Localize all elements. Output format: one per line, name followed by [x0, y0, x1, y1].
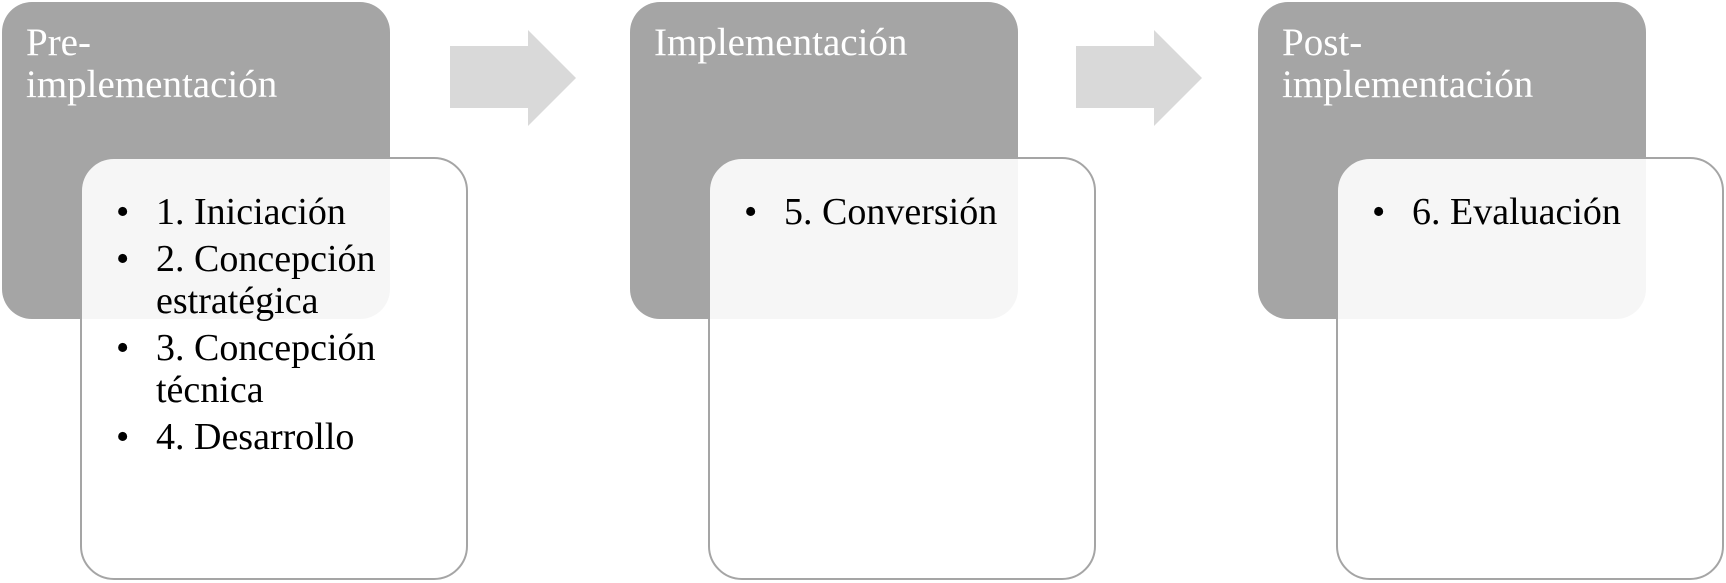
right-arrow-icon — [450, 30, 576, 126]
list-item: • 2. Concepción estratégica — [116, 238, 456, 322]
phase-title: Post-implementación — [1282, 21, 1534, 106]
phase-item-list: • 5. Conversión — [744, 191, 1084, 238]
list-item-label: 5. Conversión — [784, 191, 998, 233]
phase-title: Implementación — [654, 21, 908, 64]
list-item-label: 6. Evaluación — [1412, 191, 1621, 233]
bullet-icon: • — [744, 191, 758, 233]
list-item-label: 1. Iniciación — [156, 191, 346, 233]
list-item-label: 4. Desarrollo — [156, 416, 355, 458]
list-item: • 4. Desarrollo — [116, 416, 456, 458]
bullet-icon: • — [116, 191, 130, 233]
phase-detail-box: • 5. Conversión — [708, 157, 1096, 580]
phase-title: Pre-implementación — [26, 21, 278, 106]
list-item: • 5. Conversión — [744, 191, 1084, 233]
phase-detail-box: • 1. Iniciación • 2. Concepción estratégic… — [80, 157, 468, 580]
bullet-icon: • — [116, 416, 130, 458]
right-arrow-icon — [1076, 30, 1202, 126]
list-item-label: 2. Concepción estratégica — [156, 238, 376, 322]
phase-post-implementacion: Post-implementación • 6. Evaluación — [1256, 0, 1726, 583]
bullet-icon: • — [116, 238, 130, 280]
phase-detail-box: • 6. Evaluación — [1336, 157, 1724, 580]
phase-item-list: • 1. Iniciación • 2. Concepción estratégic… — [116, 191, 456, 463]
phase-pre-implementacion: Pre-implementación • 1. Iniciación • 2. Co… — [0, 0, 470, 583]
bullet-icon: • — [116, 327, 130, 369]
list-item: • 6. Evaluación — [1372, 191, 1712, 233]
phase-item-list: • 6. Evaluación — [1372, 191, 1712, 238]
list-item-label: 3. Concepción técnica — [156, 327, 376, 411]
phase-implementacion: Implementación • 5. Conversión — [628, 0, 1098, 583]
bullet-icon: • — [1372, 191, 1386, 233]
list-item: • 3. Concepción técnica — [116, 327, 456, 411]
list-item: • 1. Iniciación — [116, 191, 456, 233]
